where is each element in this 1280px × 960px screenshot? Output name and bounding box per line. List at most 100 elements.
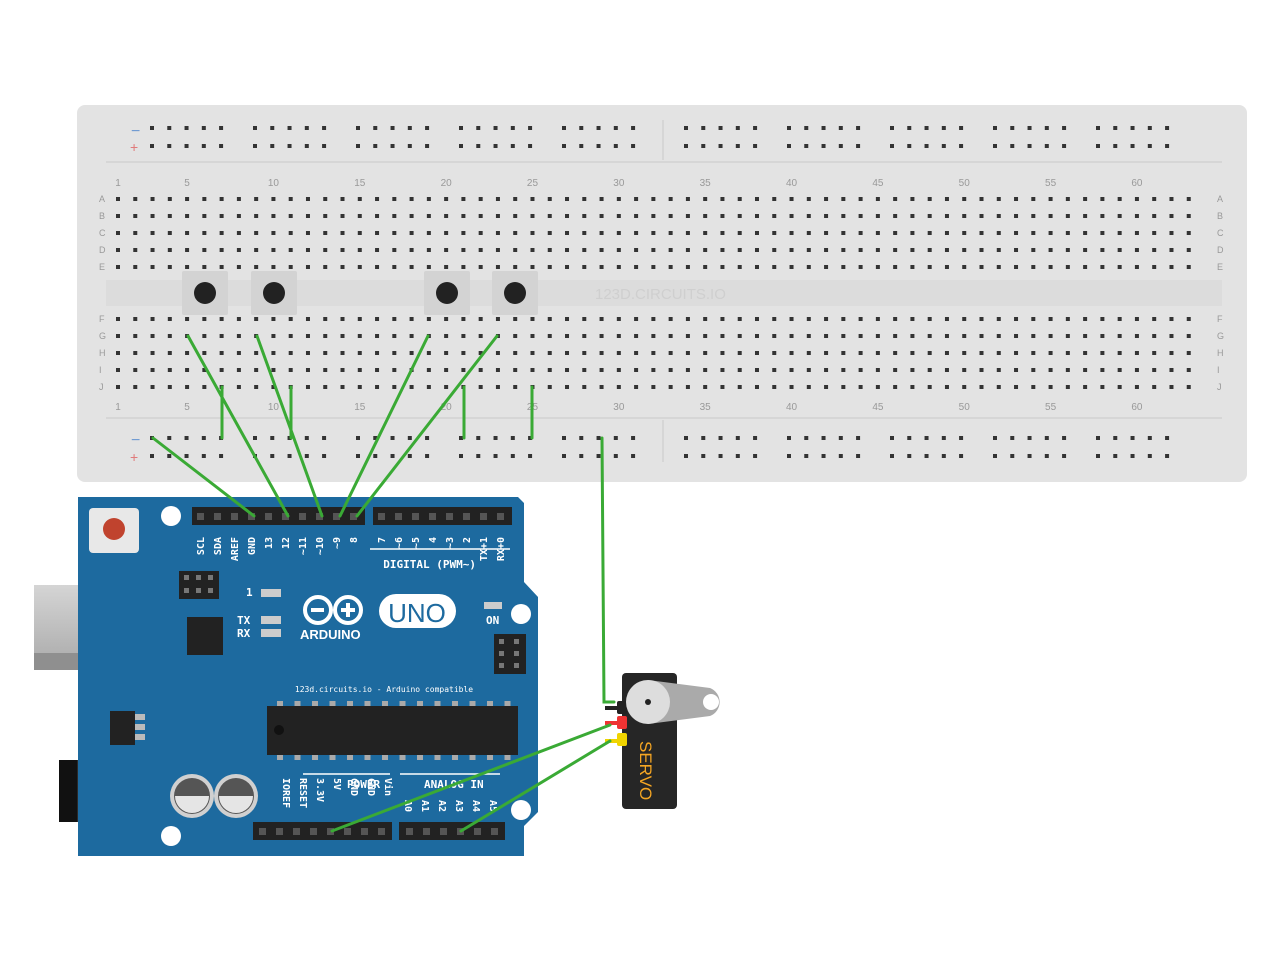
- pushbutton-4[interactable]: [492, 271, 538, 315]
- digital-pin-label: GND: [247, 537, 258, 555]
- reset-button[interactable]: [89, 508, 139, 553]
- wire-servo-power[interactable]: [330, 723, 612, 833]
- power-label: POWER: [347, 778, 380, 791]
- digital-pin-label: ~11: [298, 537, 309, 555]
- led-rx-label: RX: [237, 627, 251, 640]
- pushbutton-1[interactable]: [182, 271, 228, 315]
- servo-label: SERVO: [636, 741, 655, 800]
- digital-label: DIGITAL (PWM~): [383, 558, 476, 571]
- analog-pin-label: A4: [470, 800, 481, 812]
- analog-pin-label: A5: [487, 800, 498, 812]
- power-header: [253, 822, 392, 840]
- column-number-bottom: 10: [268, 402, 280, 413]
- row-letter-left: D: [99, 245, 106, 255]
- column-number-top: 50: [959, 178, 971, 189]
- on-label: ON: [486, 614, 499, 627]
- uno-label: UNO: [388, 598, 446, 628]
- column-number-bottom: 30: [613, 402, 625, 413]
- column-numbers: 1155101015152020252530303535404045455050…: [115, 178, 1143, 413]
- led-tx-label: TX: [237, 614, 251, 627]
- rail-plus-top: +: [130, 139, 138, 155]
- analog-pin-label: A3: [453, 800, 464, 812]
- power-pin-label: 5V: [331, 778, 342, 790]
- capacitor-1: [170, 774, 214, 818]
- column-number-bottom: 50: [959, 402, 971, 413]
- analog-header: [399, 822, 505, 840]
- row-letter-left: F: [99, 314, 105, 324]
- rail-minus-top: −: [131, 123, 140, 140]
- digital-pin-label: ~9: [332, 537, 343, 549]
- wire-servo-gnd[interactable]: [600, 436, 616, 704]
- row-letter-right: H: [1217, 348, 1224, 358]
- row-letter-right: B: [1217, 211, 1223, 221]
- arduino-logo: [303, 595, 363, 625]
- uno-badge: [379, 594, 456, 628]
- wire-gnd-rail[interactable]: [151, 436, 256, 518]
- digital-pin-label: ~3: [445, 537, 456, 549]
- column-number-bottom: 55: [1045, 402, 1057, 413]
- column-number-top: 15: [354, 178, 366, 189]
- row-letter-right: C: [1217, 228, 1224, 238]
- pushbutton-3[interactable]: [424, 271, 470, 315]
- row-letter-left: I: [99, 365, 102, 375]
- breadboard-holes: [116, 126, 1191, 458]
- wire-button1-to-pin12[interactable]: [186, 334, 290, 518]
- column-number-top: 1: [115, 178, 121, 189]
- row-letter-right: A: [1217, 194, 1223, 204]
- column-number-top: 20: [441, 178, 453, 189]
- row-letter-right: G: [1217, 331, 1224, 341]
- power-pin-label: GND: [348, 778, 359, 796]
- row-letter-left: C: [99, 228, 106, 238]
- power-pin-label: IOREF: [280, 778, 291, 808]
- column-number-top: 10: [268, 178, 280, 189]
- digital-pin-label: SCL: [196, 537, 207, 555]
- arduino-uno-board: 1 TX RX ARDUINO UNO ON: [34, 497, 538, 856]
- capacitor-2: [214, 774, 258, 818]
- digital-pin-label: AREF: [230, 537, 241, 561]
- column-number-top: 5: [184, 178, 190, 189]
- row-letter-right: D: [1217, 245, 1224, 255]
- pushbutton-2[interactable]: [251, 271, 297, 315]
- row-letter-left: J: [99, 382, 104, 392]
- wire-button4-to-pin8[interactable]: [355, 334, 499, 518]
- power-pin-label: 3.3V: [314, 778, 325, 802]
- row-letter-left: E: [99, 262, 105, 272]
- digital-pin-label: 2: [462, 537, 473, 543]
- digital-pin-label: 12: [281, 537, 292, 549]
- column-number-bottom: 1: [115, 402, 121, 413]
- wire-servo-signal[interactable]: [459, 739, 612, 833]
- rail-plus-bottom: +: [130, 449, 138, 465]
- column-number-top: 35: [700, 178, 712, 189]
- row-letter-left: H: [99, 348, 106, 358]
- digital-pin-label: 8: [349, 537, 360, 543]
- microcontroller-chip: [267, 706, 518, 755]
- power-pin-label: RESET: [297, 778, 308, 808]
- column-number-top: 40: [786, 178, 798, 189]
- rail-minus-bottom: −: [131, 432, 140, 449]
- digital-pin-label: ~6: [394, 537, 405, 549]
- power-pin-label: Vin: [382, 778, 394, 796]
- column-number-bottom: 15: [354, 402, 366, 413]
- column-number-bottom: 20: [441, 402, 453, 413]
- column-number-top: 25: [527, 178, 539, 189]
- digital-pin-label: 13: [264, 537, 275, 549]
- column-number-top: 60: [1131, 178, 1143, 189]
- servo-motor[interactable]: SERVO: [605, 673, 720, 809]
- analog-pin-label: A1: [419, 800, 430, 812]
- wires: [151, 334, 616, 833]
- arduino-brand: ARDUINO: [300, 627, 361, 642]
- digital-pin-label: 7: [377, 537, 388, 543]
- power-pin-label: GND: [365, 778, 376, 796]
- column-number-bottom: 5: [184, 402, 190, 413]
- wire-button3-to-pin9[interactable]: [338, 334, 430, 518]
- digital-pin-label: ~10: [315, 537, 326, 555]
- row-letter-right: E: [1217, 262, 1223, 272]
- led-1-label: 1: [246, 586, 253, 599]
- row-letter-right: I: [1217, 365, 1220, 375]
- row-letter-left: G: [99, 331, 106, 341]
- row-letter-left: A: [99, 194, 105, 204]
- column-number-bottom: 60: [1131, 402, 1143, 413]
- breadboard-watermark: 123D.CIRCUITS.IO: [595, 286, 726, 303]
